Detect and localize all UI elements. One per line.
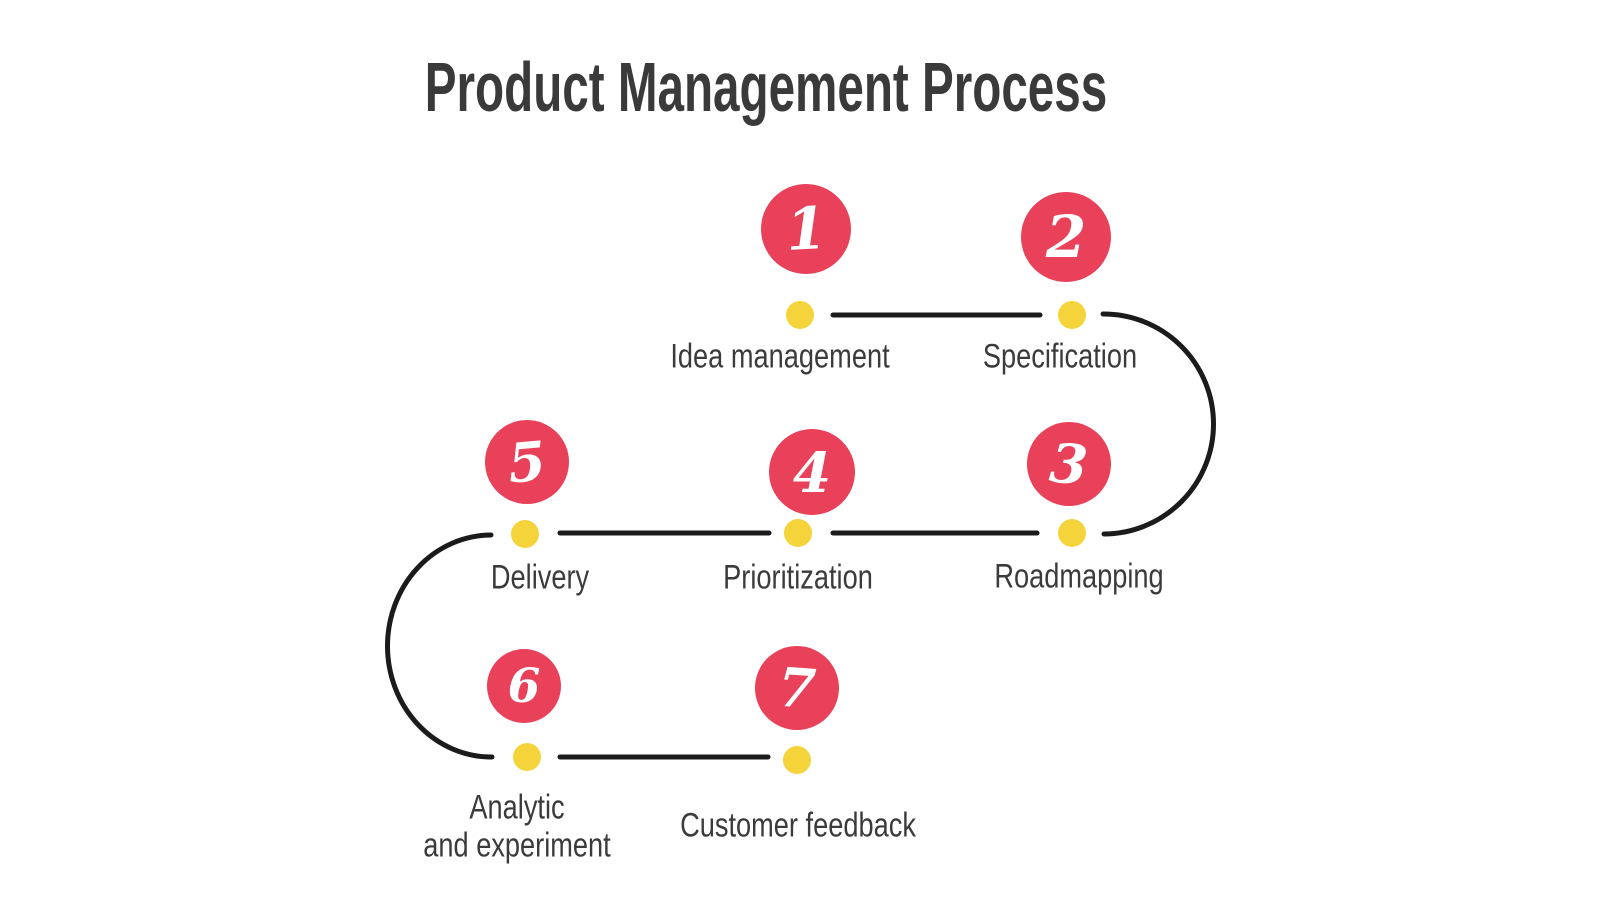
step-7-number: 7 (776, 654, 818, 722)
step-5-dot (511, 520, 539, 548)
connector-curve-right (1100, 311, 1216, 537)
step-1-label: Idea management (670, 337, 890, 376)
step-5-number: 5 (505, 428, 549, 496)
step-7-dot (783, 746, 811, 774)
step-6-label-line2: and experiment (423, 826, 611, 865)
step-3-dot (1058, 519, 1086, 547)
step-7-label: Customer feedback (680, 806, 916, 845)
step-6-badge: 6 (487, 649, 561, 723)
step-4-number: 4 (792, 439, 832, 505)
step-3-number: 3 (1047, 430, 1091, 498)
step-2-number: 2 (1045, 203, 1087, 271)
step-7-badge: 7 (755, 646, 839, 730)
step-4-label: Prioritization (723, 558, 873, 597)
step-6-number: 6 (507, 658, 541, 714)
step-5-badge: 5 (485, 420, 569, 504)
connector-curve-left (385, 532, 495, 760)
step-4-dot (784, 519, 812, 547)
step-5-label: Delivery (490, 558, 590, 597)
step-4-badge: 4 (769, 429, 855, 515)
step-3-badge: 3 (1027, 422, 1111, 506)
step-2-label: Specification (982, 337, 1138, 376)
step-6-label-line1: Analytic (469, 788, 565, 827)
step-1-badge: 1 (761, 184, 851, 274)
step-1-number: 1 (784, 193, 828, 265)
step-3-label: Roadmapping (994, 557, 1164, 596)
step-2-dot (1058, 301, 1086, 329)
step-1-dot (786, 301, 814, 329)
step-2-badge: 2 (1021, 192, 1111, 282)
step-6-dot (513, 743, 541, 771)
page-title: Product Management Process (424, 48, 1108, 126)
